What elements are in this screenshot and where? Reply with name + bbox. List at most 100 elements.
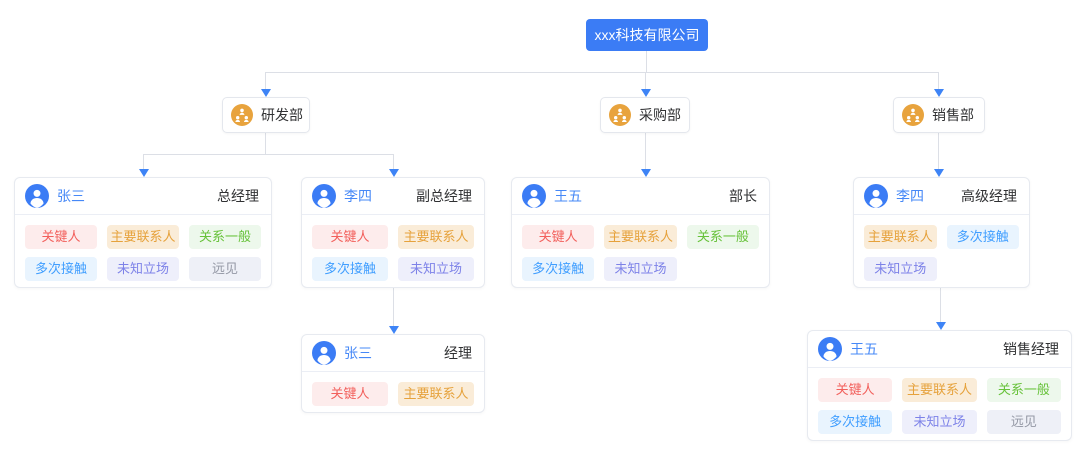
arrow-down-icon — [641, 89, 651, 97]
person-name[interactable]: 张三 — [57, 188, 85, 204]
connector-root-down — [646, 51, 647, 72]
connector-drop-card3 — [938, 133, 939, 169]
user-avatar-icon — [818, 337, 842, 361]
tag-list: 关键人主要联系人多次接触未知立场 — [302, 215, 484, 289]
tag-danger: 关键人 — [312, 225, 388, 249]
tag-success: 关系一般 — [686, 225, 759, 249]
person-name[interactable]: 张三 — [344, 345, 372, 361]
arrow-down-icon — [139, 169, 149, 177]
person-name[interactable]: 李四 — [344, 188, 372, 204]
org-hierarchy-icon — [902, 104, 924, 126]
divider — [808, 367, 1071, 368]
arrow-down-icon — [389, 169, 399, 177]
connector-drop-card1 — [393, 154, 394, 169]
connector-root-horizontal — [265, 72, 939, 73]
person-title: 销售经理 — [1003, 341, 1059, 357]
person-card-header: 张三 总经理 — [15, 178, 271, 214]
connector-rd-down — [265, 133, 266, 154]
tag-warning: 主要联系人 — [398, 225, 474, 249]
tag-list: 关键人主要联系人关系一般多次接触未知立场远见 — [808, 368, 1071, 442]
person-name[interactable]: 王五 — [554, 188, 582, 204]
divider — [854, 214, 1029, 215]
person-card-header: 王五 部长 — [512, 178, 769, 214]
person-card-header: 李四 高级经理 — [854, 178, 1029, 214]
tag-list: 关键人主要联系人 — [302, 372, 484, 414]
connector-card3-card5 — [940, 288, 941, 322]
person-card[interactable]: 李四 副总经理 关键人主要联系人多次接触未知立场 — [301, 177, 485, 288]
dept-label: 销售部 — [932, 107, 974, 123]
tag-info: 远见 — [986, 410, 1061, 434]
tag-list: 关键人主要联系人关系一般多次接触未知立场远见 — [15, 215, 271, 289]
tag-primary: 多次接触 — [312, 257, 388, 281]
person-title: 经理 — [444, 345, 472, 361]
tag-purple: 未知立场 — [107, 257, 179, 281]
tag-purple: 未知立场 — [604, 257, 677, 281]
connector-drop-purchase — [645, 72, 646, 89]
arrow-down-icon — [934, 169, 944, 177]
user-avatar-icon — [864, 184, 888, 208]
tag-danger: 关键人 — [818, 378, 893, 402]
company-name: xxx科技有限公司 — [594, 27, 700, 43]
dept-node-sales[interactable]: 销售部 — [893, 97, 985, 133]
tag-purple: 未知立场 — [902, 410, 977, 434]
dept-label: 研发部 — [261, 107, 303, 123]
dept-node-purchase[interactable]: 采购部 — [600, 97, 690, 133]
person-card[interactable]: 王五 销售经理 关键人主要联系人关系一般多次接触未知立场远见 — [807, 330, 1072, 441]
arrow-down-icon — [389, 326, 399, 334]
user-avatar-icon — [312, 184, 336, 208]
tag-info: 远见 — [189, 257, 261, 281]
connector-drop-sales — [938, 72, 939, 89]
tag-list: 关键人主要联系人关系一般多次接触未知立场 — [512, 215, 769, 289]
person-card[interactable]: 王五 部长 关键人主要联系人关系一般多次接触未知立场 — [511, 177, 770, 288]
divider — [512, 214, 769, 215]
person-title: 总经理 — [217, 188, 259, 204]
person-card-header: 李四 副总经理 — [302, 178, 484, 214]
person-card[interactable]: 张三 总经理 关键人主要联系人关系一般多次接触未知立场远见 — [14, 177, 272, 288]
person-card-header: 王五 销售经理 — [808, 331, 1071, 367]
connector-card1-card4 — [393, 288, 394, 326]
org-hierarchy-icon — [231, 104, 253, 126]
user-avatar-icon — [312, 341, 336, 365]
person-card[interactable]: 张三 经理 关键人主要联系人 — [301, 334, 485, 413]
person-name[interactable]: 李四 — [896, 188, 924, 204]
person-name[interactable]: 王五 — [850, 341, 878, 357]
dept-label: 采购部 — [639, 107, 681, 123]
person-card-header: 张三 经理 — [302, 335, 484, 371]
tag-primary: 多次接触 — [946, 225, 1019, 249]
arrow-down-icon — [641, 169, 651, 177]
tag-warning: 主要联系人 — [604, 225, 677, 249]
tag-purple: 未知立场 — [864, 257, 937, 281]
arrow-down-icon — [934, 89, 944, 97]
connector-drop-rd — [265, 72, 266, 89]
connector-rd-horizontal — [143, 154, 394, 155]
connector-drop-card2 — [645, 133, 646, 169]
divider — [302, 371, 484, 372]
tag-danger: 关键人 — [522, 225, 595, 249]
divider — [15, 214, 271, 215]
tag-purple: 未知立场 — [398, 257, 474, 281]
person-title: 高级经理 — [961, 188, 1017, 204]
tag-success: 关系一般 — [189, 225, 261, 249]
tag-primary: 多次接触 — [25, 257, 97, 281]
dept-node-rd[interactable]: 研发部 — [222, 97, 310, 133]
person-title: 部长 — [729, 188, 757, 204]
user-avatar-icon — [25, 184, 49, 208]
tag-warning: 主要联系人 — [864, 225, 937, 249]
tag-warning: 主要联系人 — [902, 378, 977, 402]
tag-list: 主要联系人多次接触未知立场 — [854, 215, 1029, 289]
tag-danger: 关键人 — [312, 382, 388, 406]
divider — [302, 214, 484, 215]
user-avatar-icon — [522, 184, 546, 208]
tag-primary: 多次接触 — [522, 257, 595, 281]
org-hierarchy-icon — [609, 104, 631, 126]
arrow-down-icon — [261, 89, 271, 97]
tag-warning: 主要联系人 — [107, 225, 179, 249]
tag-primary: 多次接触 — [818, 410, 893, 434]
connector-drop-card0 — [143, 154, 144, 169]
person-card[interactable]: 李四 高级经理 主要联系人多次接触未知立场 — [853, 177, 1030, 288]
tag-warning: 主要联系人 — [398, 382, 474, 406]
tag-danger: 关键人 — [25, 225, 97, 249]
arrow-down-icon — [936, 322, 946, 330]
company-root-node[interactable]: xxx科技有限公司 — [586, 19, 708, 51]
